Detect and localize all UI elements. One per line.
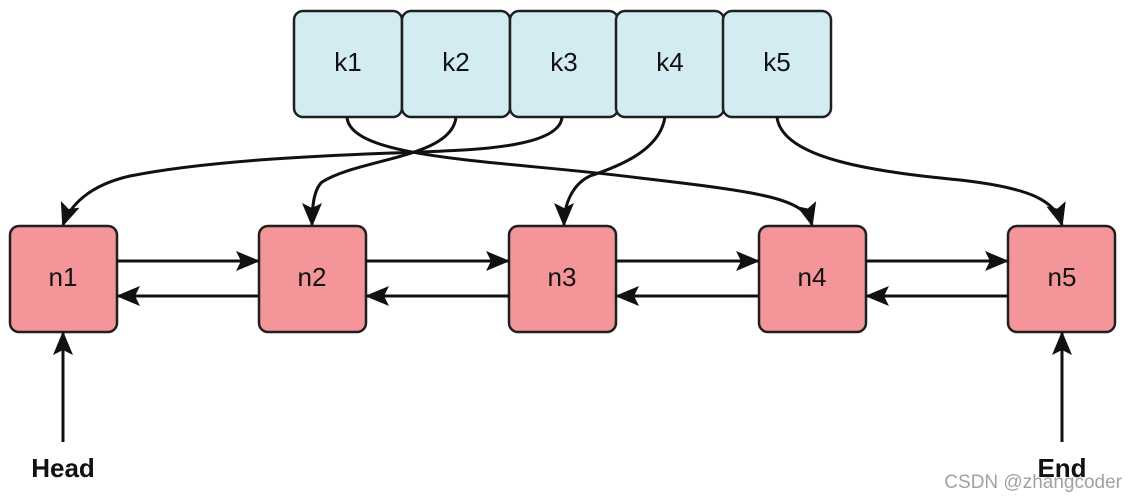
mapping-k3-to-n1: [60, 116, 564, 227]
mapping-k5-to-n5: [775, 116, 1066, 227]
key-node-mappings: [60, 116, 1066, 227]
node-n1: n1: [8, 224, 119, 334]
key-k3: k3: [508, 9, 620, 119]
key-k5: k5: [721, 9, 833, 119]
key-k2: k2: [400, 9, 512, 119]
key-k2-label: k2: [442, 47, 469, 77]
node-n3-label: n3: [548, 262, 577, 292]
end-pointer: End: [1037, 331, 1087, 483]
key-k4: k4: [614, 9, 726, 119]
mapping-k2-to-n2: [302, 116, 458, 227]
mapping-k4-to-n3: [554, 116, 667, 227]
key-k1-label: k1: [334, 47, 361, 77]
end-label: End: [1037, 453, 1086, 483]
node-n2-label: n2: [298, 262, 327, 292]
node-n4: n4: [757, 224, 868, 334]
node-n1-label: n1: [49, 262, 78, 292]
watermark-text: CSDN @zhangcoder: [944, 472, 1122, 493]
key-k3-label: k3: [550, 47, 577, 77]
key-k4-label: k4: [656, 47, 683, 77]
head-label: Head: [31, 453, 95, 483]
node-n5-label: n5: [1048, 262, 1077, 292]
key-k5-label: k5: [763, 47, 790, 77]
key-k1: k1: [292, 9, 404, 119]
node-n5: n5: [1006, 224, 1117, 334]
list-links: [116, 251, 1009, 306]
node-n3: n3: [507, 224, 618, 334]
node-n2: n2: [257, 224, 368, 334]
node-n4-label: n4: [798, 262, 827, 292]
head-pointer: Head: [31, 331, 95, 483]
hash-keys-row: k1 k2 k3 k4 k5: [292, 9, 833, 119]
linked-list-nodes: n1 n2 n3 n4 n5: [8, 224, 1117, 334]
mapping-k1-to-n4: [345, 116, 817, 227]
